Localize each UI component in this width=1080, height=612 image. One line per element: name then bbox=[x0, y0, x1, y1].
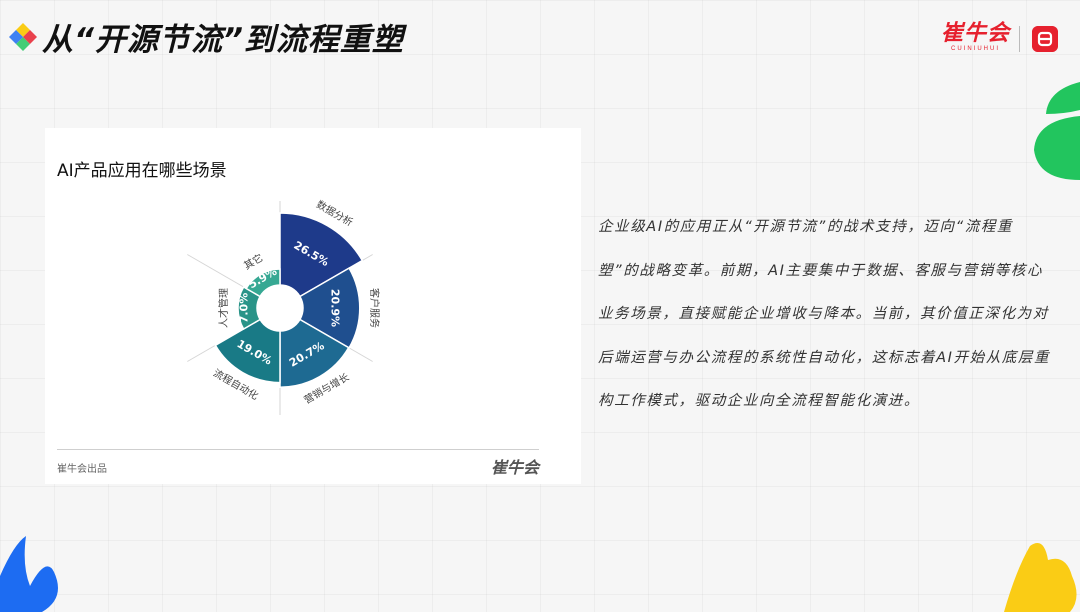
card-divider bbox=[57, 449, 539, 450]
blue-leaf-decoration bbox=[0, 536, 58, 612]
brand-logo-icon bbox=[9, 23, 37, 51]
brand-divider bbox=[1019, 26, 1020, 52]
card-watermark: 崔牛会 bbox=[490, 458, 539, 477]
brand-name: 崔牛会 bbox=[940, 21, 1010, 46]
brand-subtitle: CUINIUHUI bbox=[950, 46, 1000, 52]
card-source: 崔牛会出品 bbox=[57, 464, 107, 475]
value-label: 7.0% bbox=[237, 293, 250, 324]
summary-text: 企业级AI的应用正从“开源节流”的战术支持，迈向“流程重塑”的战略变革。前期，A… bbox=[598, 219, 1051, 409]
yellow-leaf-decoration bbox=[1004, 543, 1077, 612]
rose-segment-5[interactable] bbox=[237, 285, 262, 331]
category-label: 其它 bbox=[241, 251, 265, 272]
brand-logo: 崔牛会 CUINIUHUI bbox=[940, 21, 1010, 53]
rose-segment-6[interactable] bbox=[245, 268, 281, 298]
category-label: 客户服务 bbox=[368, 288, 381, 328]
rose-chart: 26.5%数据分析20.9%客户服务20.7%营销与增长19.0%流程自动化7.… bbox=[187, 198, 381, 415]
value-label: 20.9% bbox=[328, 289, 341, 327]
rose-segment-3[interactable] bbox=[279, 318, 350, 388]
rose-center-hole bbox=[258, 286, 302, 330]
category-label: 人才管理 bbox=[217, 288, 230, 328]
rose-segment-4[interactable] bbox=[214, 318, 281, 384]
rose-segment-1[interactable] bbox=[279, 212, 364, 298]
chart-title: AI产品应用在哪些场景 bbox=[57, 161, 227, 181]
slide-title: 从“开源节流”到流程重塑 bbox=[42, 22, 404, 58]
app-icon bbox=[1032, 26, 1058, 52]
green-leaf-decoration bbox=[1034, 82, 1080, 180]
